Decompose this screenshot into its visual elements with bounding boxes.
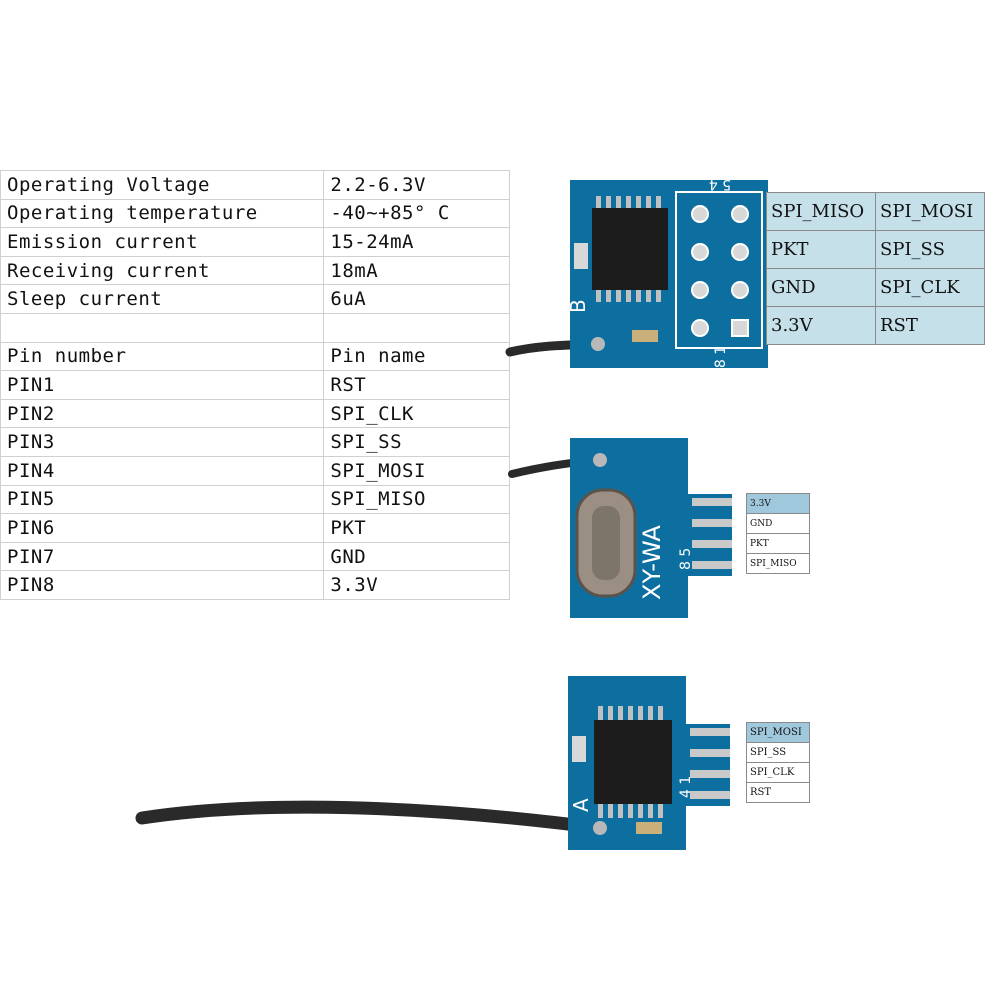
pin-label-cell: SPI_MISO: [746, 553, 810, 574]
module-b-pin-numbers: 8 5: [678, 548, 694, 570]
spec-value-cell: [323, 312, 510, 343]
spec-name-cell: [0, 312, 325, 343]
spec-value-cell: SPI_MISO: [323, 484, 510, 515]
spec-name-cell: PIN5: [0, 484, 325, 515]
pin-row: PKT: [746, 533, 810, 554]
spec-row: [0, 312, 510, 343]
pin-label-cell: SPI_SS: [875, 230, 985, 269]
spec-name-cell: PIN6: [0, 513, 325, 543]
spec-value-cell: Pin name: [323, 341, 510, 372]
spec-name-cell: PIN7: [0, 541, 325, 572]
spec-name-cell: Sleep current: [0, 284, 325, 314]
spec-value-cell: SPI_SS: [323, 427, 510, 457]
chip-a: [592, 208, 668, 290]
antenna-wire-c: [135, 800, 607, 835]
module-a-header-top: 5 4: [709, 176, 731, 192]
spec-value-cell: PKT: [323, 513, 510, 543]
spec-value-cell: -40~+85° C: [323, 198, 510, 229]
spec-value-cell: 2.2-6.3V: [323, 170, 510, 200]
spec-name-cell: Operating Voltage: [0, 170, 325, 200]
pin-label-cell: SPI_MISO: [766, 192, 876, 231]
module-a-letter: B: [566, 299, 590, 313]
pin-label-cell: PKT: [746, 533, 810, 554]
pin-label-cell: SPI_SS: [746, 742, 810, 763]
pin-label-cell: GND: [766, 268, 876, 307]
module-b-board: XY-WA 8 5: [508, 438, 732, 618]
spec-name-cell: PIN4: [0, 455, 325, 486]
pin-label-cell: SPI_MOSI: [746, 722, 810, 743]
spec-value-cell: SPI_CLK: [323, 398, 510, 429]
spec-value-cell: 3.3V: [323, 570, 510, 600]
pin-label-cell: 3.3V: [766, 306, 876, 345]
pin-label-cell: SPI_CLK: [746, 762, 810, 783]
spec-name-cell: PIN1: [0, 370, 325, 400]
spec-value-cell: GND: [323, 541, 510, 572]
module-b-silkscreen: XY-WA: [638, 525, 666, 600]
spec-row: Operating temperature-40~+85° C: [0, 198, 510, 229]
module-c-board: A 4 1: [135, 676, 730, 850]
pin-label-cell: RST: [746, 782, 810, 803]
pin-label-cell: SPI_CLK: [875, 268, 985, 307]
pin-label-cell: RST: [875, 306, 985, 345]
pin-label-cell: PKT: [766, 230, 876, 269]
chip-c: [594, 720, 672, 804]
pin-row: SPI_MOSI: [746, 722, 810, 743]
spec-name-cell: Pin number: [0, 341, 325, 372]
module-a-board: B 5 4 8 1: [505, 176, 768, 368]
spec-name-cell: PIN3: [0, 427, 325, 457]
pin-row: SPI_CLK: [746, 762, 810, 783]
spec-name-cell: PIN8: [0, 570, 325, 600]
module-c-letter: A: [569, 798, 593, 812]
spec-name-cell: Receiving current: [0, 255, 325, 286]
pin-row: GND: [746, 513, 810, 534]
pin-row: RST: [746, 782, 810, 803]
pin-label-cell: GND: [746, 513, 810, 534]
spec-value-cell: 18mA: [323, 255, 510, 286]
pin-label-cell: 3.3V: [746, 493, 810, 514]
pin-row: SPI_SS: [746, 742, 810, 763]
spec-name-cell: Emission current: [0, 227, 325, 257]
pin-row: 3.3V: [746, 493, 810, 514]
module-c-pin-numbers: 4 1: [678, 776, 694, 798]
spec-value-cell: 6uA: [323, 284, 510, 314]
pin-row: SPI_MISO: [746, 553, 810, 574]
module-a-header-bottom: 8 1: [713, 346, 729, 368]
pin-label-cell: SPI_MOSI: [875, 192, 985, 231]
spec-value-cell: 15-24mA: [323, 227, 510, 257]
